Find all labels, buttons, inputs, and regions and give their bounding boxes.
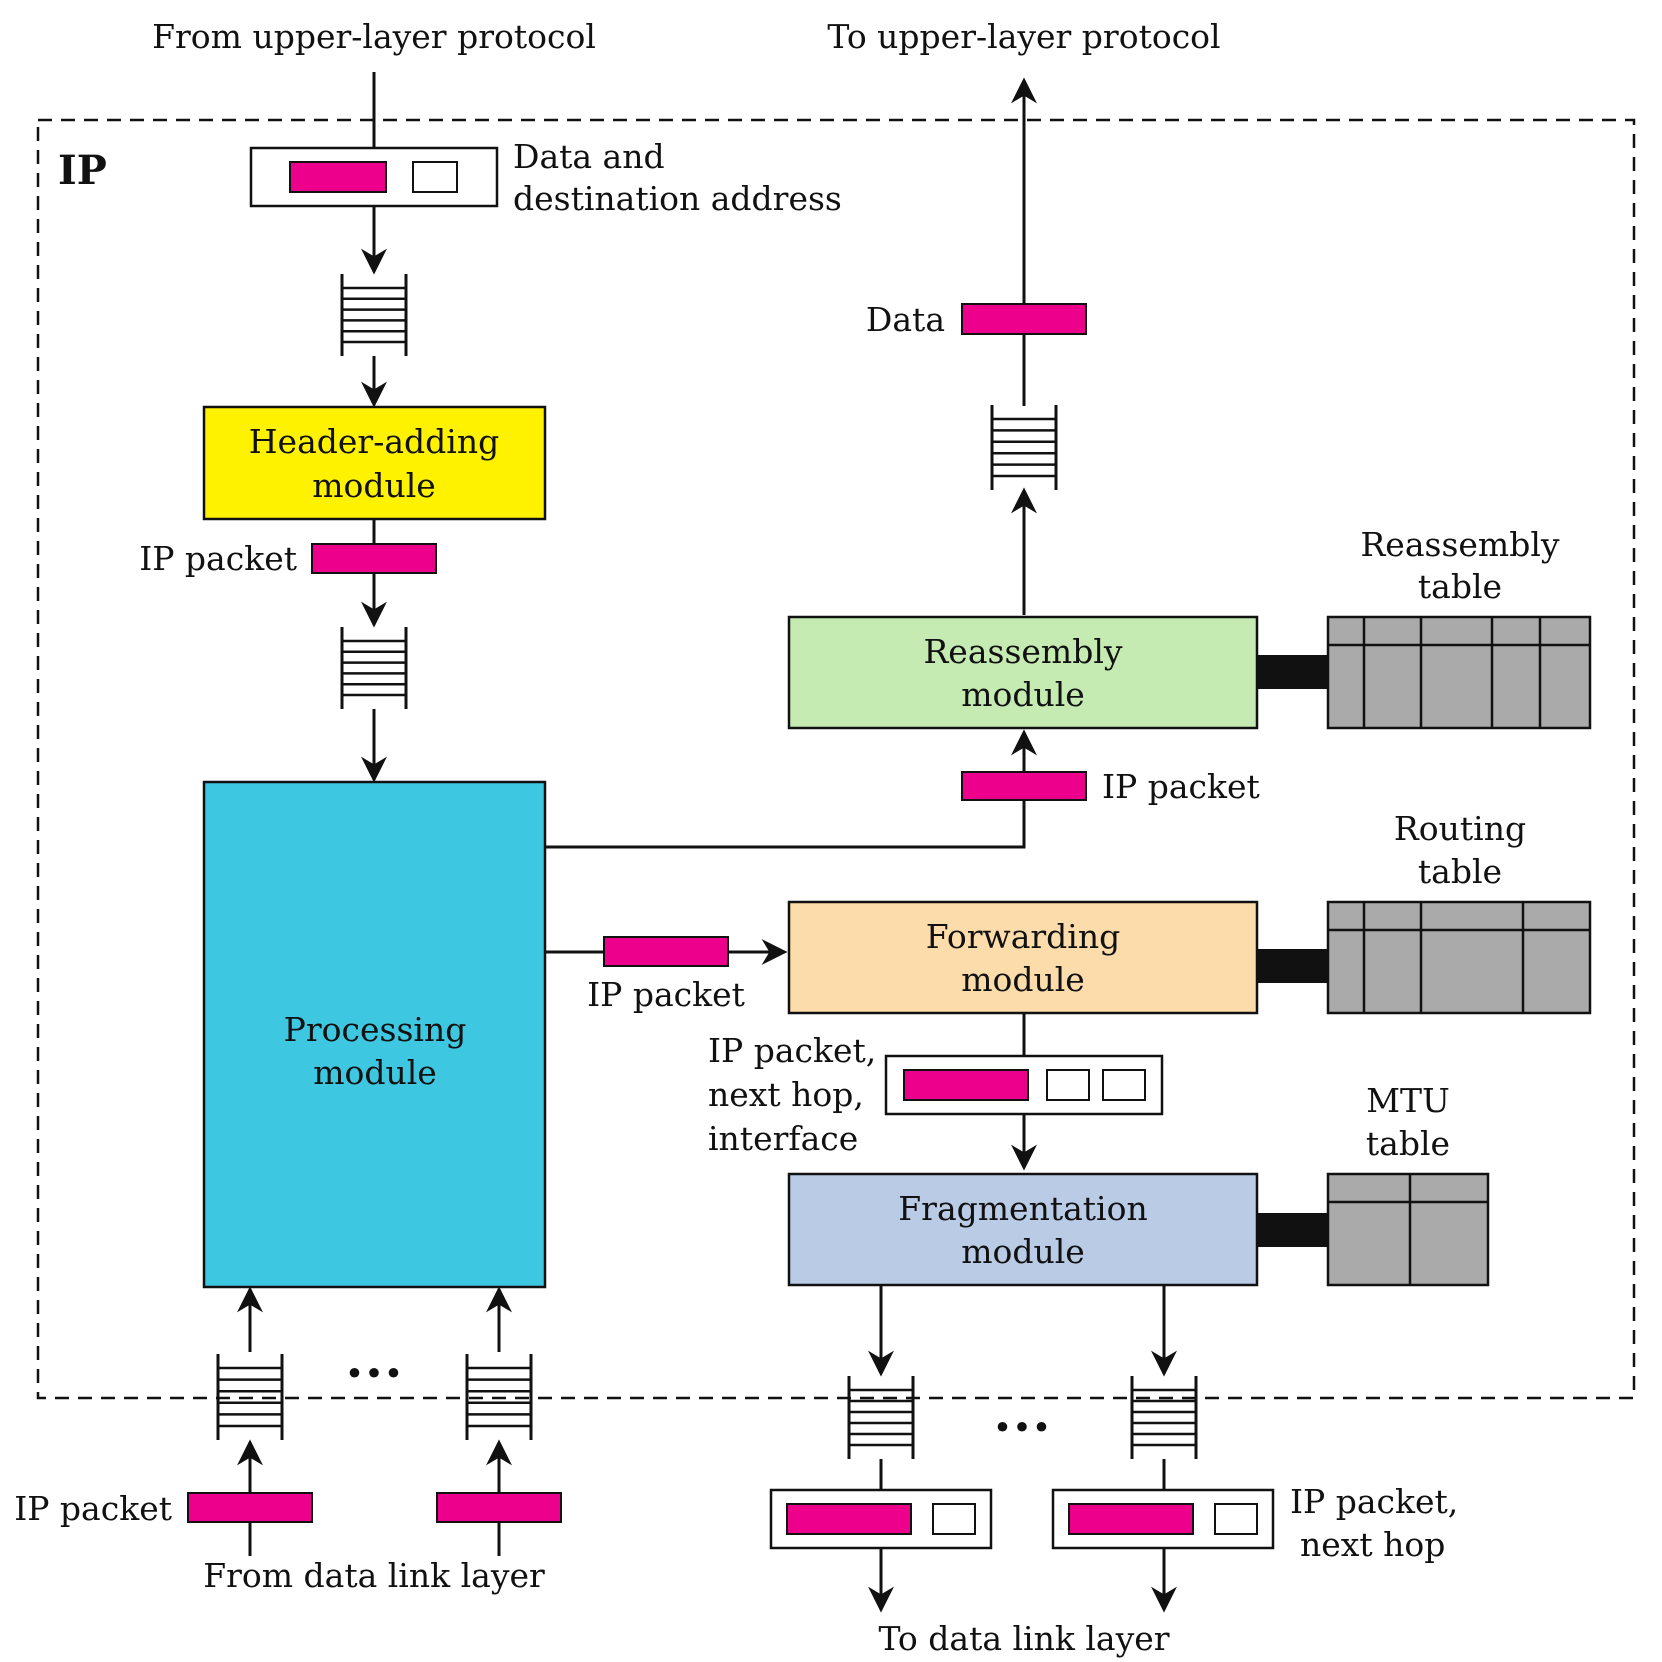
queue-header-to-processing bbox=[340, 627, 408, 709]
data-label: Data bbox=[866, 300, 945, 339]
from-dll-label: From data link layer bbox=[203, 1556, 545, 1595]
data-dest-label-1: Data and bbox=[513, 137, 665, 176]
forwarding-label-2: module bbox=[961, 960, 1085, 999]
data-dest-packet bbox=[249, 146, 499, 208]
packet-nexthop-out-1 bbox=[769, 1488, 993, 1550]
reassembly-label-2: module bbox=[961, 675, 1085, 714]
to-dll-label: To data link layer bbox=[878, 1619, 1169, 1658]
mtu-table-connector bbox=[1257, 1213, 1328, 1247]
queue-to-upper bbox=[990, 405, 1058, 490]
ip-packet-label-forwarding: IP packet bbox=[587, 975, 745, 1014]
data-block bbox=[961, 303, 1087, 335]
ip-packet-label-reassembly: IP packet bbox=[1102, 767, 1260, 806]
ip-packet-label-left: IP packet bbox=[139, 539, 297, 578]
ip-packet-block bbox=[311, 543, 437, 574]
mtu-table bbox=[1326, 1172, 1490, 1287]
header-adding-label-1: Header-adding bbox=[249, 422, 499, 461]
fragmentation-label-1: Fragmentation bbox=[898, 1189, 1147, 1228]
queue-output-n bbox=[1130, 1376, 1198, 1459]
packet-address-block bbox=[412, 161, 458, 193]
reassembly-table-connector bbox=[1257, 655, 1328, 689]
mtu-table-label-1: MTU bbox=[1366, 1081, 1450, 1120]
routing-table-connector bbox=[1257, 949, 1328, 983]
reassembly-table bbox=[1326, 615, 1592, 730]
queue-input-1 bbox=[216, 1354, 284, 1440]
routing-table bbox=[1326, 900, 1592, 1015]
to-upper-label: To upper-layer protocol bbox=[827, 17, 1220, 56]
ellipsis-output-queues: ••• bbox=[993, 1408, 1051, 1447]
processing-label-2: module bbox=[313, 1053, 437, 1092]
reassembly-label-1: Reassembly bbox=[923, 632, 1122, 671]
queue-upper-input bbox=[340, 274, 408, 356]
routing-table-label-2: table bbox=[1418, 852, 1502, 891]
routing-table-label-1: Routing bbox=[1394, 809, 1526, 848]
queue-input-n bbox=[465, 1354, 533, 1440]
ip-box-label: IP bbox=[58, 147, 107, 194]
packet-data-block bbox=[903, 1069, 1029, 1101]
ellipsis-input-queues: ••• bbox=[345, 1354, 403, 1393]
packet-nexthop-interface bbox=[884, 1054, 1164, 1116]
header-adding-label-2: module bbox=[312, 466, 436, 505]
ip-boundary bbox=[36, 118, 1636, 1400]
processing-label-1: Processing bbox=[284, 1010, 467, 1049]
ip-next-hop-label-2: next hop bbox=[1300, 1525, 1445, 1564]
fragmentation-label-2: module bbox=[961, 1232, 1085, 1271]
ip-next-iface-label-2: next hop, bbox=[708, 1075, 864, 1114]
packet-data-block bbox=[289, 161, 387, 193]
ip-packet-label-input: IP packet bbox=[14, 1489, 172, 1528]
ip-next-hop-label-1: IP packet, bbox=[1290, 1482, 1458, 1521]
ip-packet-input-n bbox=[436, 1492, 562, 1523]
reassembly-table-label-1: Reassembly bbox=[1360, 525, 1559, 564]
ip-next-iface-label-1: IP packet, bbox=[708, 1031, 876, 1070]
mtu-table-label-2: table bbox=[1366, 1124, 1450, 1163]
forwarding-module bbox=[787, 900, 1259, 1015]
data-dest-label-2: destination address bbox=[513, 179, 842, 218]
packet-interface-block bbox=[1102, 1069, 1146, 1101]
processing-module bbox=[202, 780, 547, 1289]
packet-nexthop-block bbox=[1046, 1069, 1090, 1101]
ip-packet-to-forwarding bbox=[603, 936, 729, 967]
from-upper-label: From upper-layer protocol bbox=[152, 17, 596, 56]
reassembly-table-label-2: table bbox=[1418, 567, 1502, 606]
ip-packet-input-1 bbox=[187, 1492, 313, 1523]
ip-next-iface-label-3: interface bbox=[708, 1119, 858, 1158]
packet-nexthop-out-n bbox=[1051, 1488, 1275, 1550]
queue-output-1 bbox=[847, 1376, 915, 1459]
forwarding-label-1: Forwarding bbox=[926, 917, 1121, 956]
ip-packet-to-reassembly bbox=[961, 771, 1087, 801]
